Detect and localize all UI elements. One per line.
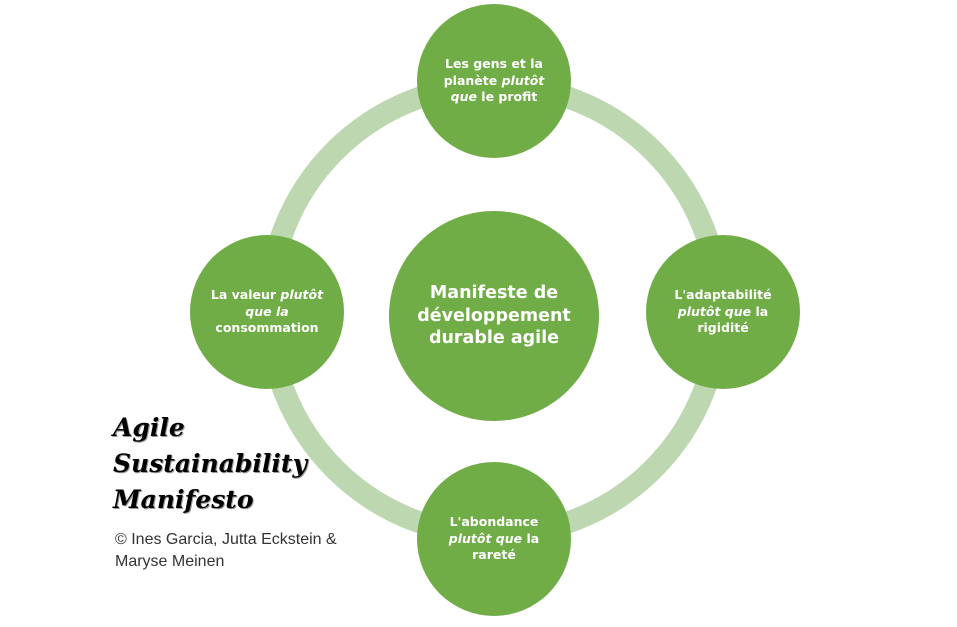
node-left-text: La valeur plutôt que la consommation [210, 286, 324, 336]
node-abundance: L'abondance plutôt que la rareté [417, 462, 571, 616]
center-node-label: Manifeste de développement durable agile [417, 282, 571, 349]
node-right-text: L'adaptabilité plutôt que la rigidité [674, 286, 772, 336]
node-value: La valeur plutôt que la consommation [190, 235, 344, 389]
center-node-manifesto: Manifeste de développement durable agile [389, 211, 599, 421]
signature-line-3: Manifesto [113, 485, 254, 514]
node-people-planet: Les gens et la planète plutôt que le pro… [417, 4, 571, 158]
manifesto-signature: Agile Sustainability Manifesto [113, 410, 307, 518]
node-adaptability: L'adaptabilité plutôt que la rigidité [646, 235, 800, 389]
copyright-line-2: Maryse Meinen [115, 553, 225, 570]
copyright-notice: © Ines Garcia, Jutta Eckstein & Maryse M… [115, 529, 337, 573]
copyright-line-1: © Ines Garcia, Jutta Eckstein & [115, 531, 337, 548]
signature-line-2: Sustainability [113, 449, 307, 478]
node-bottom-text: L'abondance plutôt que la rareté [448, 513, 540, 563]
node-top-text: Les gens et la planète plutôt que le pro… [443, 55, 545, 105]
signature-line-1: Agile [113, 413, 185, 442]
